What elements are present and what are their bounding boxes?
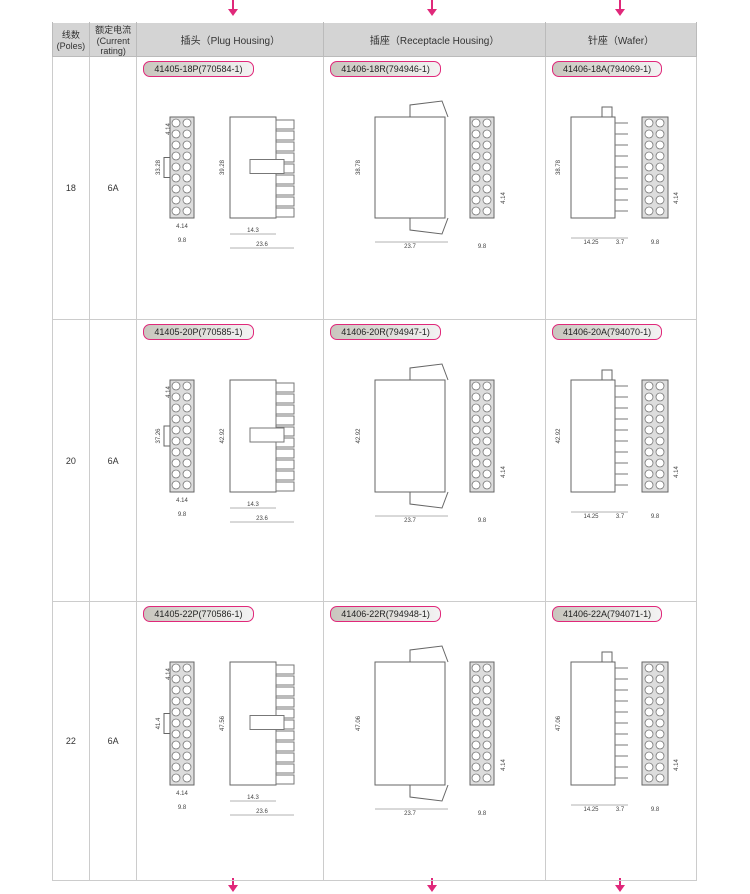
- svg-text:38.78: 38.78: [356, 159, 362, 175]
- svg-text:37.26: 37.26: [156, 428, 162, 444]
- wafer-drawing: 47.06 14.25 3.7 4.14 9.8: [556, 651, 680, 813]
- receptacle-drawing: 38.78 23.7 4.14 9.8: [356, 100, 507, 250]
- svg-text:38.78: 38.78: [556, 159, 562, 175]
- part-number-badge: 41405-20P(770585-1): [143, 324, 254, 340]
- plug-drawing: 4.14 37.26 42.92 4.14 9.8 14.3 23.6: [156, 379, 295, 523]
- svg-text:9.8: 9.8: [651, 240, 660, 246]
- svg-text:9.8: 9.8: [178, 238, 187, 244]
- poles-cell: 22: [52, 601, 90, 881]
- wafer-drawing: 38.78 14.25 3.7 4.14 9.8: [556, 106, 680, 246]
- svg-text:23.7: 23.7: [404, 244, 416, 250]
- svg-text:4.14: 4.14: [177, 791, 189, 797]
- current-cell: 6A: [88, 56, 138, 320]
- plug-cell: 41405-22P(770586-1) 4.14 41.4 47.56 4.14 9.8 1…: [136, 601, 325, 881]
- svg-text:4.14: 4.14: [166, 668, 172, 680]
- current-cell: 6A: [88, 319, 138, 602]
- svg-text:9.8: 9.8: [178, 805, 187, 811]
- part-number-badge: 41406-20A(794070-1): [552, 324, 663, 340]
- svg-text:4.14: 4.14: [177, 498, 189, 504]
- svg-text:14.3: 14.3: [248, 228, 260, 234]
- wafer-cell: 41406-22A(794071-1) 47.06 14.25 3.7 4.14 9.8: [545, 601, 697, 881]
- svg-text:14.3: 14.3: [248, 795, 260, 801]
- svg-text:23.6: 23.6: [257, 809, 269, 815]
- spec-table: 线数(Poles) 额定电流(Current rating) 插头（Plug H…: [52, 22, 697, 881]
- svg-text:42.92: 42.92: [356, 428, 362, 444]
- arrow-wafer-top: [615, 0, 625, 16]
- svg-text:9.8: 9.8: [477, 518, 486, 524]
- svg-text:3.7: 3.7: [616, 807, 625, 813]
- svg-text:14.3: 14.3: [248, 502, 260, 508]
- svg-text:42.92: 42.92: [556, 428, 562, 444]
- svg-text:23.7: 23.7: [404, 811, 416, 817]
- svg-text:3.7: 3.7: [616, 514, 625, 520]
- svg-text:4.14: 4.14: [501, 192, 507, 204]
- svg-text:9.8: 9.8: [477, 811, 486, 817]
- svg-text:23.6: 23.6: [257, 242, 269, 248]
- part-number-badge: 41406-22R(794948-1): [330, 606, 441, 622]
- plug-cell: 41405-18P(770584-1) 4.14 33.28 39.28 4.14 9.8…: [136, 56, 325, 320]
- svg-text:4.14: 4.14: [501, 466, 507, 478]
- header-plug: 插头（Plug Housing）: [136, 22, 325, 57]
- svg-text:33.28: 33.28: [156, 159, 162, 175]
- poles-cell: 20: [52, 319, 90, 602]
- svg-text:14.25: 14.25: [583, 514, 599, 520]
- svg-text:47.56: 47.56: [220, 715, 226, 731]
- arrow-plug-bottom: [228, 878, 238, 892]
- svg-text:47.06: 47.06: [556, 715, 562, 731]
- svg-text:47.06: 47.06: [356, 715, 362, 731]
- part-number-badge: 41405-22P(770586-1): [143, 606, 254, 622]
- plug-drawing: 4.14 33.28 39.28 4.14 9.8 14.3 23.6: [156, 116, 295, 249]
- receptacle-drawing: 42.92 23.7 4.14 9.8: [356, 363, 507, 524]
- svg-text:4.14: 4.14: [674, 192, 680, 204]
- arrow-wafer-bottom: [615, 878, 625, 892]
- svg-text:4.14: 4.14: [674, 466, 680, 478]
- arrow-receptacle-bottom: [427, 878, 437, 892]
- wafer-cell: 41406-20A(794070-1) 42.92 14.25 3.7 4.14 9.8: [545, 319, 697, 602]
- svg-text:9.8: 9.8: [651, 807, 660, 813]
- svg-text:4.14: 4.14: [166, 386, 172, 398]
- part-number-badge: 41406-20R(794947-1): [330, 324, 441, 340]
- part-number-badge: 41406-18A(794069-1): [552, 61, 663, 77]
- header-current: 额定电流(Current rating): [88, 22, 138, 57]
- svg-text:23.7: 23.7: [404, 518, 416, 524]
- receptacle-cell: 41406-22R(794948-1) 47.06 23.7 4.14 9.8: [323, 601, 546, 881]
- svg-text:3.7: 3.7: [616, 240, 625, 246]
- header-wafer: 针座（Wafer）: [545, 22, 697, 57]
- header-poles: 线数(Poles): [52, 22, 90, 57]
- svg-text:4.14: 4.14: [166, 123, 172, 135]
- plug-drawing: 4.14 41.4 47.56 4.14 9.8 14.3 23.6: [156, 661, 295, 816]
- current-cell: 6A: [88, 601, 138, 881]
- svg-text:9.8: 9.8: [178, 512, 187, 518]
- svg-text:9.8: 9.8: [477, 244, 486, 250]
- svg-text:23.6: 23.6: [257, 516, 269, 522]
- part-number-badge: 41406-18R(794946-1): [330, 61, 441, 77]
- receptacle-cell: 41406-20R(794947-1) 42.92 23.7 4.14 9.8: [323, 319, 546, 602]
- svg-text:14.25: 14.25: [583, 807, 599, 813]
- svg-text:4.14: 4.14: [501, 759, 507, 771]
- svg-text:42.92: 42.92: [220, 428, 226, 444]
- receptacle-drawing: 47.06 23.7 4.14 9.8: [356, 645, 507, 817]
- wafer-drawing: 42.92 14.25 3.7 4.14 9.8: [556, 369, 680, 520]
- plug-cell: 41405-20P(770585-1) 4.14 37.26 42.92 4.14 9.8…: [136, 319, 325, 602]
- poles-cell: 18: [52, 56, 90, 320]
- svg-text:39.28: 39.28: [220, 159, 226, 175]
- arrow-plug-top: [228, 0, 238, 16]
- svg-text:4.14: 4.14: [177, 224, 189, 230]
- header-receptacle: 插座（Receptacle Housing）: [323, 22, 546, 57]
- svg-text:4.14: 4.14: [674, 759, 680, 771]
- svg-text:41.4: 41.4: [156, 717, 162, 729]
- arrow-receptacle-top: [427, 0, 437, 16]
- wafer-cell: 41406-18A(794069-1) 38.78 14.25 3.7 4.14 9.8: [545, 56, 697, 320]
- part-number-badge: 41406-22A(794071-1): [552, 606, 663, 622]
- receptacle-cell: 41406-18R(794946-1) 38.78 23.7 4.14 9.8: [323, 56, 546, 320]
- svg-text:14.25: 14.25: [583, 240, 599, 246]
- svg-text:9.8: 9.8: [651, 514, 660, 520]
- part-number-badge: 41405-18P(770584-1): [143, 61, 254, 77]
